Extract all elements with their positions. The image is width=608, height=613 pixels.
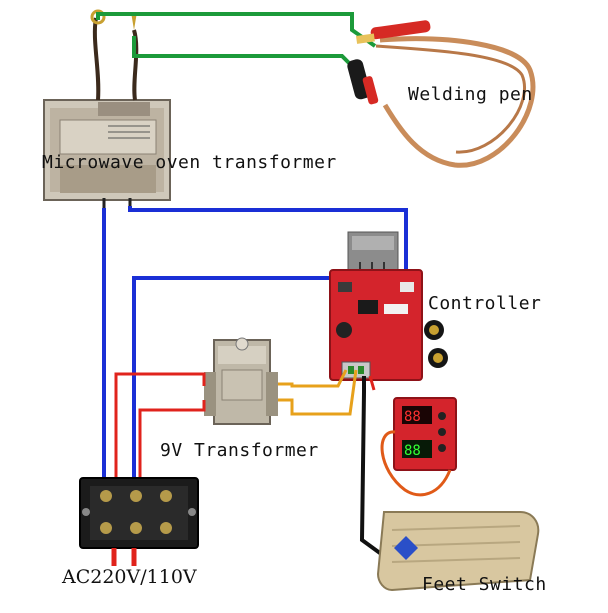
controller-board	[329, 231, 448, 381]
transformer-9v-label: 9V Transformer	[160, 440, 319, 461]
foot-switch-pedal	[376, 511, 540, 592]
green-wires	[96, 12, 377, 68]
terminal-block	[79, 477, 199, 549]
transformer-9v	[204, 337, 278, 425]
red-wire-short	[368, 375, 376, 391]
microwave-transformer	[43, 9, 171, 212]
orange-wires	[278, 369, 358, 416]
controller-label: Controller	[428, 293, 542, 314]
ac-input-label: AC220V/110V	[62, 566, 197, 588]
display-ribbon	[380, 430, 452, 497]
svg-text:88: 88	[404, 443, 421, 459]
welding-pen-label: Welding pen	[408, 84, 533, 105]
red-wires-9v	[114, 372, 206, 500]
black-wire	[359, 376, 386, 558]
microwave-transformer-label: Microwave oven transformer	[42, 152, 337, 173]
feet-switch-label: Feet Switch	[422, 574, 547, 595]
display-module: 88 88	[393, 397, 457, 471]
svg-text:88: 88	[404, 409, 421, 425]
welding-pen	[347, 20, 536, 168]
ac-input-wires	[111, 548, 137, 566]
